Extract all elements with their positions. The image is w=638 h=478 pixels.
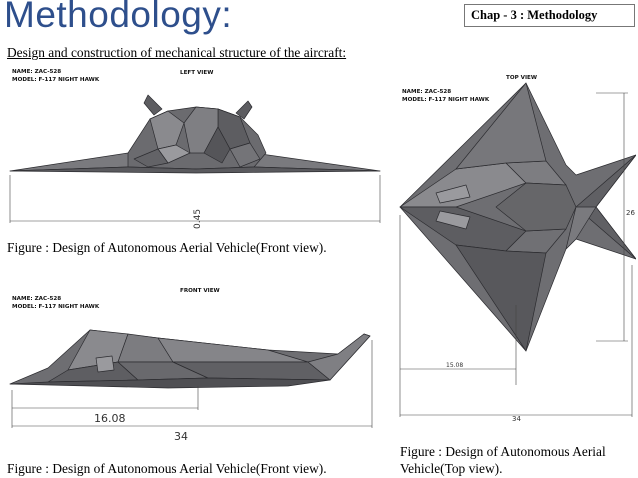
left-view-dimension: 0.45: [193, 209, 203, 229]
figure-caption-front-view-2: Figure : Design of Autonomous Aerial Veh…: [7, 461, 327, 476]
front-view-dimension-long: 34: [174, 430, 188, 442]
left-view-aircraft-graphic: 0.45: [9, 94, 381, 229]
figure-caption-top-view: Figure : Design of Autonomous Aerial Veh…: [400, 444, 606, 476]
top-view-model-label: MODEL: F-117 NIGHT HAWK: [402, 97, 490, 103]
left-view-title: LEFT VIEW: [180, 70, 214, 76]
top-view-dimension-short: 15.08: [446, 362, 463, 369]
top-view-title: TOP VIEW: [506, 75, 538, 81]
front-view-drawing: NAME: ZAC-528 MODEL: F-117 NIGHT HAWK FR…: [8, 282, 392, 442]
left-view-name-label: NAME: ZAC-528: [12, 69, 62, 75]
figure-caption-front-view-1: Figure : Design of Autonomous Aerial Veh…: [7, 240, 327, 255]
front-view-dimension-short: 16.08: [94, 412, 126, 425]
left-view-drawing: NAME: ZAC-528 MODEL: F-117 NIGHT HAWK LE…: [8, 63, 392, 237]
front-view-name-label: NAME: ZAC-528: [12, 296, 62, 302]
slide-subtitle: Design and construction of mechanical st…: [7, 45, 347, 60]
top-view-drawing: NAME: ZAC-528 MODEL: F-117 NIGHT HAWK TO…: [396, 65, 636, 435]
top-view-dimension-long: 34: [512, 415, 521, 423]
chapter-badge: Chap - 3 : Methodology: [464, 4, 635, 27]
front-view-aircraft-graphic: 16.08 34: [9, 329, 373, 442]
slide-title: Methodology:: [4, 0, 233, 35]
left-view-model-label: MODEL: F-117 NIGHT HAWK: [12, 77, 100, 83]
front-view-model-label: MODEL: F-117 NIGHT HAWK: [12, 304, 100, 310]
top-view-dimension-height: 26: [626, 209, 635, 217]
top-view-aircraft-graphic: 26 15.08 34: [399, 82, 636, 423]
front-view-title: FRONT VIEW: [180, 288, 220, 294]
top-view-name-label: NAME: ZAC-528: [402, 89, 452, 95]
